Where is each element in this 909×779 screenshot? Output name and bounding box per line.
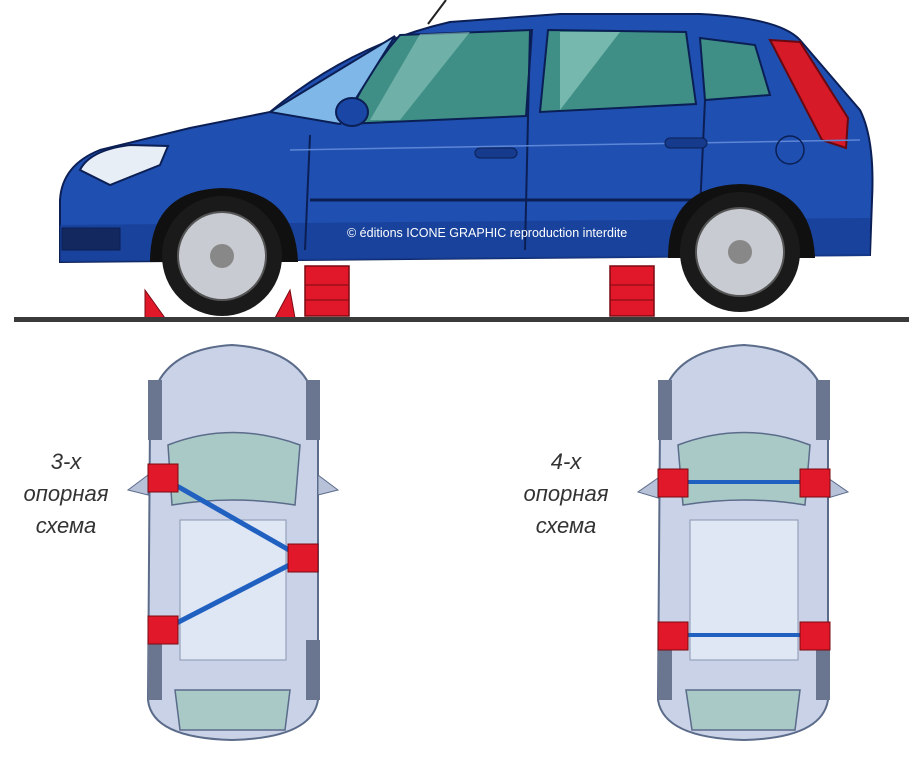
wheel-chock-rear — [274, 288, 296, 319]
scheme-label-line: схема — [535, 513, 597, 538]
side-support-rear — [609, 265, 655, 317]
support-pad — [657, 468, 689, 498]
ground-line — [14, 317, 909, 322]
windshield — [267, 35, 396, 126]
support-pad — [147, 463, 179, 493]
side-view-car — [59, 0, 874, 319]
scheme-label-line: опорная — [23, 481, 109, 506]
door-handle-front — [474, 147, 518, 159]
rear-wheel — [680, 192, 800, 312]
scheme-label-4-point: 4-х опорная схема — [496, 446, 636, 542]
support-pad — [799, 468, 831, 498]
tail-light — [768, 38, 850, 150]
support-pad — [287, 543, 319, 573]
support-pad — [799, 621, 831, 651]
scheme-label-line: опорная — [523, 481, 609, 506]
headlight — [78, 143, 170, 187]
top-view-3-point — [126, 343, 340, 742]
support-pad — [657, 621, 689, 651]
side-support-front — [304, 265, 350, 317]
scheme-label-3-point: 3-х опорная схема — [0, 446, 136, 542]
copyright-notice: © éditions ICONE GRAPHIC reproduction in… — [347, 226, 628, 240]
support-connector — [161, 475, 305, 561]
front-wheel — [162, 196, 282, 316]
rear-side-window — [698, 36, 772, 102]
scheme-label-line: 4-х — [550, 449, 582, 474]
wheel-chock-front — [144, 288, 166, 319]
support-pad — [147, 615, 179, 645]
scheme-label-line: схема — [35, 513, 97, 538]
scheme-label-line: 3-х — [50, 449, 82, 474]
door-handle-rear — [664, 137, 708, 149]
support-connector — [161, 555, 305, 633]
top-view-4-point — [636, 343, 850, 742]
side-mirror — [335, 97, 369, 127]
